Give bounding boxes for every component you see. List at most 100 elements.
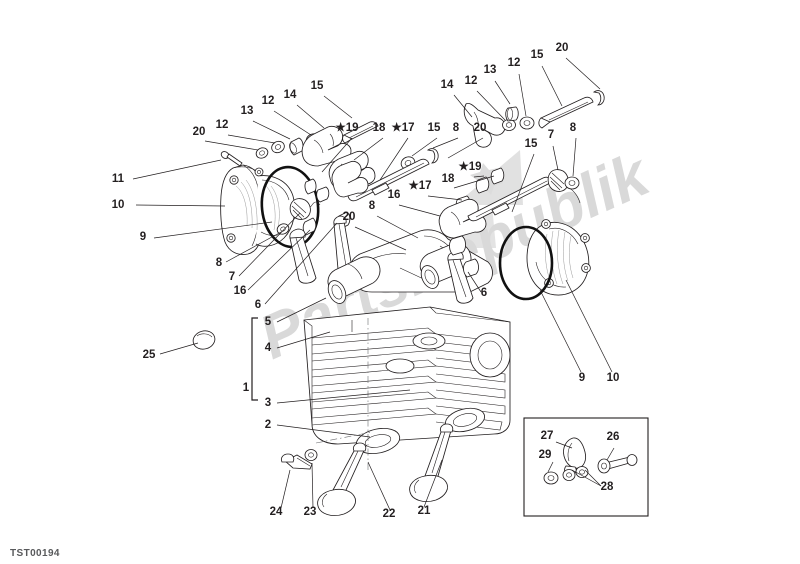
callout-label-5: 5: [265, 316, 272, 328]
washer-part-29: [543, 471, 559, 485]
left-selector-fork-cluster: [255, 121, 379, 167]
bolt-part-24: [280, 453, 313, 470]
callout-label-20: 20: [193, 126, 206, 138]
right-cover-assembly: [498, 219, 591, 301]
callout-label-23: 23: [304, 506, 317, 518]
callout-label-26: 26: [607, 431, 620, 443]
callout-label-12: 12: [216, 119, 229, 131]
callout-label-14: 14: [441, 79, 454, 91]
intake-port-left: [327, 256, 381, 304]
callout-label-7: 7: [229, 271, 235, 283]
callout-label-3: 3: [265, 397, 271, 409]
callout-label-2: 2: [265, 419, 271, 431]
callout-label-29: 29: [539, 449, 552, 461]
callout-label-4: 4: [265, 342, 272, 354]
circlip-part-12-a: [271, 140, 285, 154]
callout-label-15: 15: [311, 80, 324, 92]
callout-label-15: 15: [428, 122, 441, 134]
callout-label-13: 13: [484, 64, 497, 76]
bolt-part-26: [597, 454, 638, 474]
valve-part-21: [409, 423, 454, 502]
plug-cap-part-6-a: [449, 235, 466, 256]
callout-label-8: 8: [369, 200, 376, 212]
callout-label-11: 11: [112, 173, 125, 185]
callout-label-24: 24: [270, 506, 283, 518]
selector-shaft-part-15: [342, 121, 379, 144]
callout-label-6: 6: [481, 287, 487, 299]
right-selector-fork-cluster: [463, 90, 605, 148]
callout-label-15: 15: [525, 138, 538, 150]
cylinder-head-body: [289, 228, 511, 455]
washer-part-8-b: [276, 223, 290, 235]
centerline-b: [315, 431, 373, 444]
callout-label-27: 27: [541, 430, 554, 442]
callout-label-25: 25: [143, 349, 156, 361]
o-ring-part-9-b: [498, 225, 554, 301]
callout-label-21: 21: [418, 505, 431, 517]
callout-label-12: 12: [465, 75, 478, 87]
right-lower-assembly: [438, 167, 581, 239]
callout-label-13: 13: [241, 105, 254, 117]
spring-part-7-a: [289, 198, 321, 220]
bushing-part-13: [289, 137, 304, 156]
callout-label-1: 1: [243, 382, 250, 394]
left-cover-assembly: [220, 151, 320, 255]
callout-label-star19: ★19: [458, 160, 481, 173]
callout-label-6: 6: [255, 299, 261, 311]
spark-plug-tube-left: [289, 228, 317, 284]
center-shaft-row: [302, 148, 439, 236]
callout-label-15: 15: [531, 49, 544, 61]
callout-label-20: 20: [474, 122, 487, 134]
circlip-part-8-a: [426, 148, 439, 164]
callout-label-20: 20: [343, 211, 356, 223]
inset-detail-box: [523, 417, 649, 517]
callout-label-12: 12: [508, 57, 521, 69]
washer-part-23: [304, 449, 318, 461]
callout-label-10: 10: [607, 372, 620, 384]
gasket-part-25: [192, 330, 216, 350]
callout-label-16: 16: [388, 189, 401, 201]
bush-part-19-b: [475, 176, 490, 194]
circlip-part-20-b: [592, 90, 605, 106]
callout-label-star17: ★17: [391, 121, 414, 134]
callout-label-9: 9: [579, 372, 585, 384]
callout-label-28: 28: [601, 481, 614, 493]
diagram-code: TST00194: [10, 548, 60, 559]
bush-part-19-a: [304, 178, 317, 195]
finned-head-block: [303, 306, 511, 445]
washer-part-20: [255, 147, 269, 159]
selector-fork-part-14: [301, 125, 352, 167]
callout-label-8: 8: [570, 122, 577, 134]
bush-part-20-c: [302, 217, 317, 236]
callout-label-16: 16: [234, 285, 247, 297]
bush-part-18-b: [490, 167, 505, 185]
callout-label-8: 8: [216, 257, 223, 269]
callout-label-10: 10: [112, 199, 125, 211]
callout-label-20: 20: [556, 42, 569, 54]
callout-label-18: 18: [442, 173, 455, 185]
circlip-part-12-d: [519, 116, 535, 130]
callout-label-9: 9: [140, 231, 146, 243]
callout-label-8: 8: [453, 122, 460, 134]
callout-label-star17: ★17: [408, 179, 431, 192]
callout-label-22: 22: [383, 508, 396, 520]
left-lower-fork-assembly: [276, 160, 369, 274]
callout-label-12: 12: [262, 95, 275, 107]
callout-label-14: 14: [284, 89, 297, 101]
shaft-part-20-a: [347, 158, 430, 202]
leader-lines: [132, 57, 615, 511]
pin-part-17-a: [316, 186, 330, 203]
valve-part-22: [317, 442, 367, 516]
callout-label-7: 7: [548, 129, 554, 141]
screw-part-11: [220, 151, 243, 167]
selector-shaft-part-15-b: [538, 96, 594, 129]
bushing-part-13-b: [505, 106, 519, 122]
selector-fork-part-14-b: [463, 102, 506, 148]
washer-part-28-a: [562, 469, 576, 481]
callout-label-18: 18: [373, 122, 386, 134]
washer-part-8-c: [564, 176, 580, 190]
plug-cap-part-6-b: [463, 258, 479, 278]
